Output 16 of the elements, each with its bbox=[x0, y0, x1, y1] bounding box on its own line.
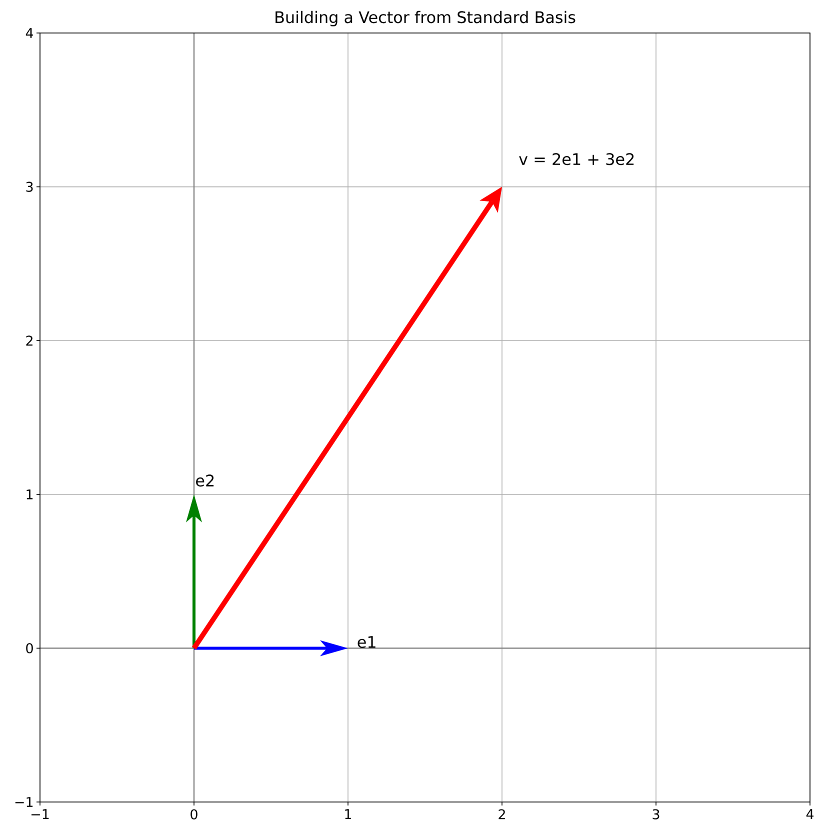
tick-label: 3 bbox=[26, 182, 33, 192]
vector-label: e2 bbox=[196, 474, 214, 487]
vector-label: e1 bbox=[358, 636, 376, 648]
tick-label: −1 bbox=[15, 797, 33, 807]
tick-label: 3 bbox=[652, 809, 660, 820]
vector-label: v = 2e1 + 3e2 bbox=[519, 153, 634, 166]
tick-label: 0 bbox=[26, 643, 33, 654]
tick-label: 1 bbox=[26, 489, 33, 500]
tick-label: 1 bbox=[345, 809, 352, 819]
tick-label: 0 bbox=[190, 809, 198, 820]
tick-label: −1 bbox=[32, 809, 49, 819]
tick-label: 2 bbox=[26, 336, 32, 346]
tick-label: 4 bbox=[806, 809, 814, 819]
tick-label: 4 bbox=[26, 28, 34, 38]
chart-title: Building a Vector from Standard Basis bbox=[276, 10, 576, 26]
tick-label: 2 bbox=[498, 809, 505, 820]
